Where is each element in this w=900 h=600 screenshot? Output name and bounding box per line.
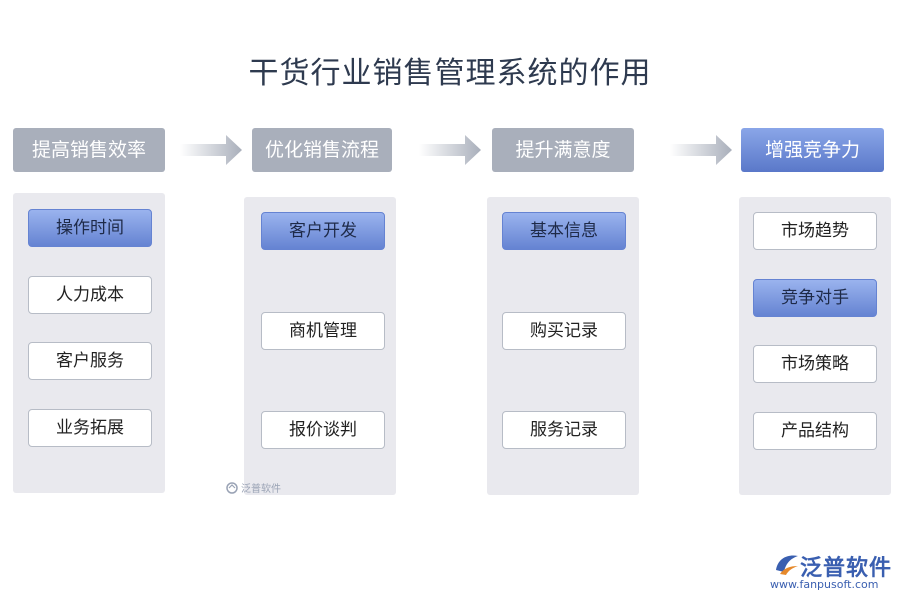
brand-url: www.fanpusoft.com bbox=[770, 578, 879, 591]
item-customer-development: 客户开发 bbox=[261, 212, 385, 250]
item-quotation-negotiation: 报价谈判 bbox=[261, 411, 385, 449]
heading-efficiency: 提高销售效率 bbox=[13, 128, 165, 172]
item-business-expansion: 业务拓展 bbox=[28, 409, 152, 447]
watermark-small: 泛普软件 bbox=[226, 480, 281, 495]
heading-competitiveness: 增强竞争力 bbox=[741, 128, 884, 172]
arrow-right-icon bbox=[419, 135, 481, 165]
brand-logo-icon bbox=[226, 482, 238, 494]
brand-logo-icon bbox=[776, 555, 798, 575]
arrow-right-icon bbox=[180, 135, 242, 165]
item-opportunity-management: 商机管理 bbox=[261, 312, 385, 350]
item-labor-cost: 人力成本 bbox=[28, 276, 152, 314]
brand-name: 泛普软件 bbox=[800, 556, 893, 581]
item-market-strategy: 市场策略 bbox=[753, 345, 877, 383]
item-operation-time: 操作时间 bbox=[28, 209, 152, 247]
arrow-right-icon bbox=[670, 135, 732, 165]
heading-process: 优化销售流程 bbox=[252, 128, 392, 172]
item-competitors: 竞争对手 bbox=[753, 279, 877, 317]
heading-satisfaction: 提升满意度 bbox=[492, 128, 634, 172]
item-market-trends: 市场趋势 bbox=[753, 212, 877, 250]
item-service-records: 服务记录 bbox=[502, 411, 626, 449]
item-customer-service: 客户服务 bbox=[28, 342, 152, 380]
page-title: 干货行业销售管理系统的作用 bbox=[248, 56, 652, 91]
item-product-structure: 产品结构 bbox=[753, 412, 877, 450]
item-purchase-records: 购买记录 bbox=[502, 312, 626, 350]
item-basic-info: 基本信息 bbox=[502, 212, 626, 250]
brand-logo: 泛普软件 www.fanpusoft.com bbox=[770, 550, 895, 596]
